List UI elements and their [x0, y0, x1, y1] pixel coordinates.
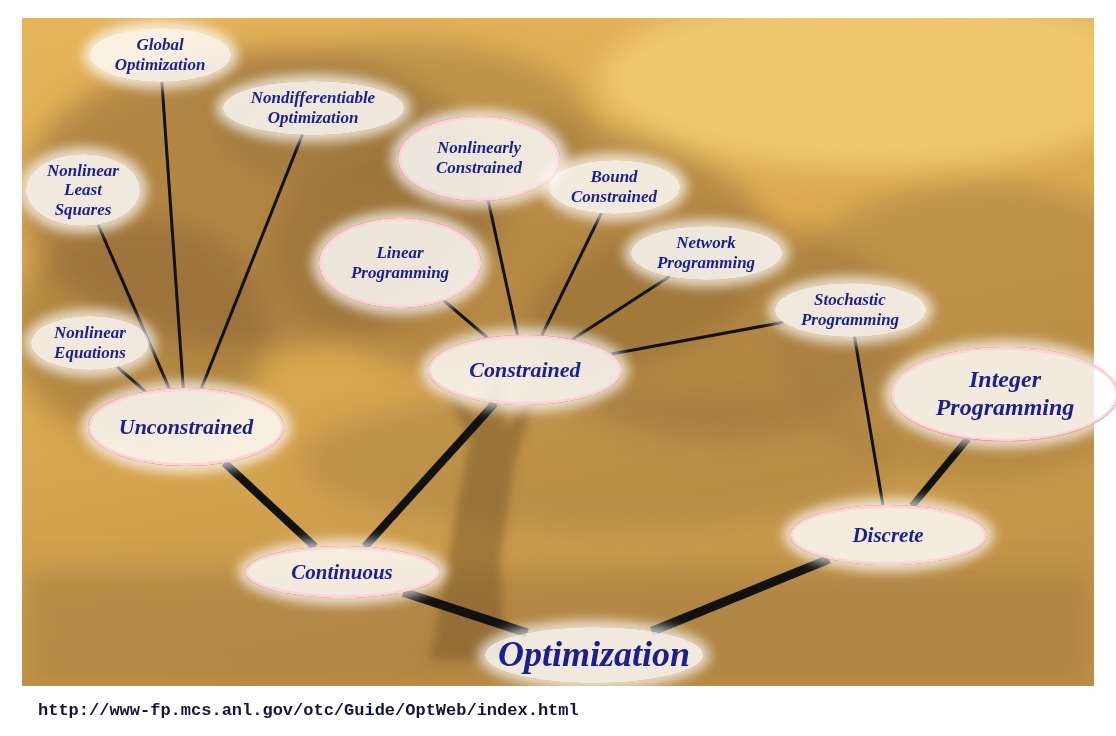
tree-branch [572, 276, 670, 339]
tree-branch [365, 403, 495, 546]
category-name: Global Optimization [103, 35, 218, 74]
category-label: Optimization [485, 627, 703, 682]
tree-branch [117, 367, 145, 392]
tree-canopy [22, 18, 1094, 686]
circled-category: Constrained [428, 335, 622, 405]
tree-branch [854, 337, 882, 506]
category-name: Nonlinear Least Squares [39, 161, 127, 220]
tree-branch [162, 82, 183, 388]
category-label: Global Optimization [90, 28, 231, 81]
category-name: Constrained [469, 357, 580, 382]
tree-branch [225, 463, 316, 547]
circled-category: Continuous [245, 546, 440, 598]
category-name: Bound Constrained [562, 167, 667, 206]
circled-category: Nonlinearly Constrained [398, 116, 560, 201]
category-name: Linear Programming [343, 243, 458, 282]
tree-branch [488, 200, 517, 335]
circled-category: Linear Programming [319, 218, 481, 308]
category-name: Nonlinear Equations [44, 323, 136, 362]
category-name: Network Programming [644, 233, 769, 272]
category-name: Discrete [852, 523, 923, 547]
circled-category: Integer Programming [891, 347, 1116, 442]
category-name: Nonlinearly Constrained [422, 138, 537, 177]
tree-photo [22, 18, 1094, 686]
tree-branch [652, 559, 829, 631]
category-label: Nonlinear Equations [31, 316, 149, 369]
category-name: Unconstrained [119, 414, 253, 439]
tree-branch [912, 439, 968, 506]
category-label: Nonlinear Least Squares [26, 154, 140, 227]
source-url: http://www-fp.mcs.anl.gov/otc/Guide/OptW… [38, 701, 579, 720]
category-label: Stochastic Programming [775, 283, 926, 336]
category-name: Integer Programming [920, 366, 1090, 421]
category-name: Optimization [498, 634, 690, 675]
category-name: Stochastic Programming [788, 290, 913, 329]
circled-category: Discrete [790, 505, 987, 565]
category-name: Nondifferentiable Optimization [236, 88, 391, 127]
category-name: Continuous [291, 560, 393, 584]
tree-branch [611, 322, 783, 354]
tree-branch [542, 213, 602, 335]
circled-category: Unconstrained [88, 388, 284, 466]
category-label: Nondifferentiable Optimization [223, 81, 404, 134]
tree-branch [444, 301, 487, 338]
tree-branch [201, 134, 302, 388]
category-label: Network Programming [631, 226, 782, 279]
category-label: Bound Constrained [549, 160, 680, 213]
tree-branch [403, 592, 527, 633]
